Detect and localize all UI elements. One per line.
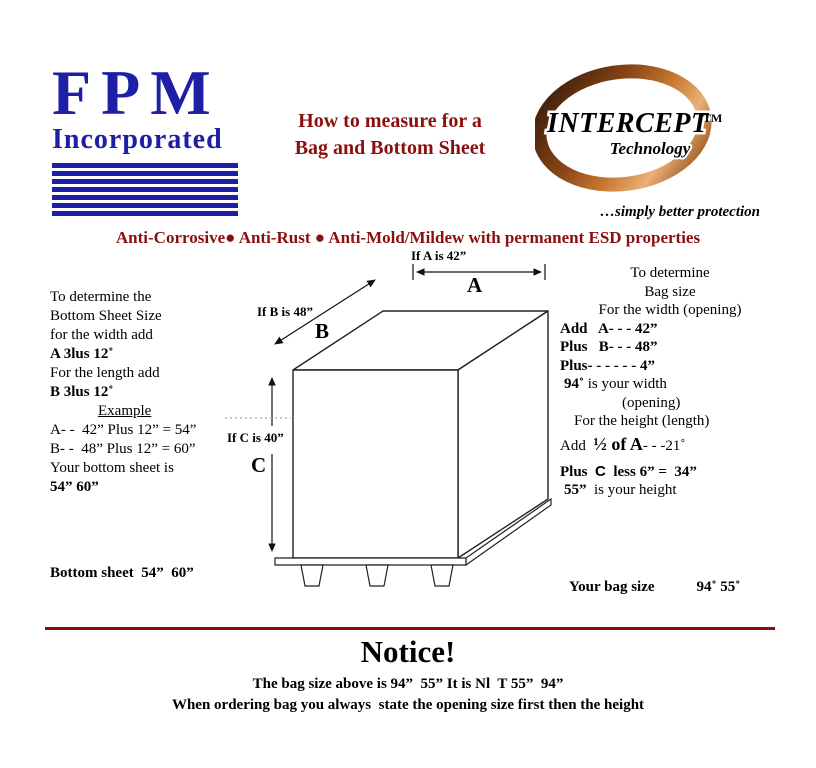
intercept-swoosh-icon — [535, 64, 712, 192]
right-line-2: Bag size — [644, 283, 696, 300]
left-line-1: To determine the — [50, 289, 152, 305]
bottom-sheet-instructions: To determine the Bottom Sheet Size for t… — [50, 288, 255, 497]
dim-b-letter: B — [315, 319, 329, 343]
fpm-logo-name: FPM — [52, 57, 221, 128]
left-line-2: Bottom Sheet Size — [50, 308, 162, 324]
right-line-9: For the height (length) — [574, 413, 710, 429]
right-line-12: 55” is your height — [564, 482, 677, 498]
page-title: How to measure for a Bag and Bottom Shee… — [262, 108, 518, 162]
dim-a-label: If A is 42” — [411, 248, 466, 263]
notice-line-2: When ordering bag you always state the o… — [171, 697, 645, 713]
half-of-a: ½ of A — [593, 433, 643, 454]
notice-line-1: The bag size above is 94” 55” It is Nl T… — [252, 676, 564, 692]
intercept-logo: INTERCEPT TM Technology — [535, 64, 722, 192]
left-example-heading: Example — [98, 403, 152, 419]
notice-divider — [45, 627, 775, 630]
left-line-5: For the length add — [50, 365, 160, 381]
pallet-box-diagram: If A is 42” A If B is 48” B If C is 40” … — [225, 248, 552, 587]
right-line-3: For the width (opening) — [598, 302, 742, 318]
fpm-logo-stripes — [52, 163, 238, 216]
left-line-10: Your bottom sheet is — [50, 460, 174, 476]
right-line-7: 94˚ is your width — [564, 376, 667, 392]
right-line-10: Add ½ of A- - -21˚ — [560, 433, 686, 454]
bag-size-instructions: To determine Bag size For the width (ope… — [560, 264, 780, 500]
intercept-tagline: …simply better protection — [600, 204, 760, 220]
intercept-logo-name: INTERCEPT — [546, 108, 710, 139]
left-line-6: B 3lus 12˚ — [50, 384, 114, 400]
bottom-sheet-result: Bottom sheet 54” 60” — [50, 565, 194, 581]
right-line-8: (opening) — [622, 394, 681, 411]
dim-c-reference: C — [595, 462, 606, 480]
fpm-logo-subtitle: Incorporated — [52, 124, 223, 155]
left-line-11: 54” 60” — [50, 479, 99, 495]
page-title-line1: How to measure for a — [298, 110, 482, 132]
right-line-11: Plus C less 6” = 34” — [560, 462, 697, 480]
intercept-tm-mark: TM — [703, 111, 722, 125]
bag-size-value: 94˚ 55˚ — [696, 579, 741, 595]
intercept-logo-subtitle: Technology — [610, 139, 691, 158]
notice-title: Notice! — [360, 634, 456, 669]
right-line-1: To determine — [630, 265, 710, 281]
bag-size-label: Your bag size — [568, 579, 655, 595]
width-value: 94˚ — [564, 376, 584, 392]
left-line-4: A 3lus 12˚ — [50, 346, 114, 362]
right-line-6: Plus- - - - - - 4” — [560, 357, 655, 374]
left-line-8: A- - 42” Plus 12” = 54” — [50, 422, 197, 438]
dim-b-label: If B is 48” — [257, 304, 313, 319]
right-line-4: Add A- - - 42” — [560, 320, 658, 337]
bag-size-result: Your bag size 94˚ 55˚ — [562, 562, 740, 596]
right-line-5: Plus B- - - 48” — [560, 339, 658, 355]
pallet-outline — [274, 497, 552, 587]
fpm-logo: FPM Incorporated — [52, 57, 242, 216]
dimension-lines — [225, 264, 546, 552]
height-value: 55” — [564, 482, 587, 498]
dim-a-letter: A — [467, 273, 483, 297]
left-line-9: B- - 48” Plus 12” = 60” — [50, 441, 196, 457]
dim-c-letter: C — [251, 453, 266, 477]
properties-banner: Anti-Corrosive● Anti-Rust ● Anti-Mold/Mi… — [115, 228, 701, 247]
page-title-line2: Bag and Bottom Sheet — [294, 137, 486, 159]
dim-c-label: If C is 40” — [227, 430, 284, 445]
left-line-3: for the width add — [50, 327, 153, 343]
box-outline — [292, 310, 549, 559]
